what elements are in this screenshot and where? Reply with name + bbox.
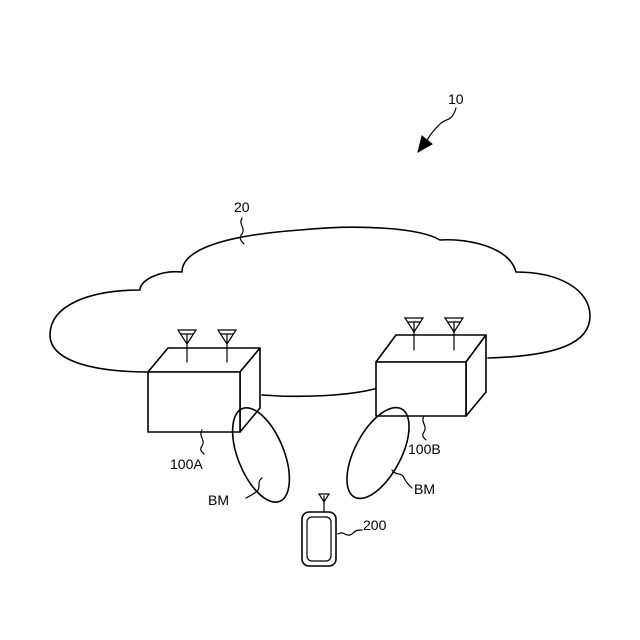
network-leader-line: [240, 218, 244, 244]
system-reference: 10: [418, 91, 464, 152]
beam-b-label: BM: [414, 481, 435, 497]
user-terminal: 200: [302, 494, 387, 566]
terminal-leader-line: [338, 530, 362, 535]
beam-b-leader-line: [392, 470, 412, 488]
cloud-outline: [50, 227, 590, 372]
system-arrow-head: [418, 136, 432, 152]
base-station-a-leader-line: [201, 430, 204, 454]
antenna-icon: [319, 494, 329, 512]
base-station-b-label: 100B: [408, 441, 441, 457]
core-network-cloud: 20: [50, 199, 590, 396]
terminal-label: 200: [363, 517, 387, 533]
base-station-b-leader-line: [423, 416, 426, 440]
base-station-b: 100B: [376, 318, 486, 457]
system-arrow-line: [424, 108, 456, 146]
cloud-bottom-edge: [262, 388, 378, 396]
base-station-a-label: 100A: [170, 456, 203, 472]
terminal-screen: [307, 517, 331, 561]
base-station-a-front-face: [148, 372, 240, 432]
beam-a-label: BM: [208, 492, 229, 508]
system-label: 10: [448, 91, 464, 107]
network-label: 20: [234, 199, 250, 215]
base-station-a: 100A: [148, 330, 260, 472]
